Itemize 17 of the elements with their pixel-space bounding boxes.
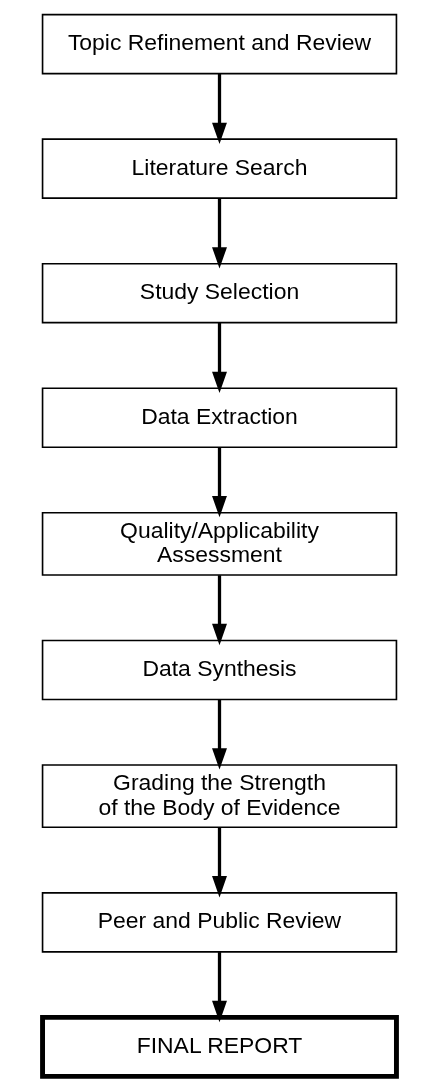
node-box: Literature Search xyxy=(41,138,398,199)
node-box: Data Synthesis xyxy=(41,639,398,701)
node-box: Grading the Strength of the Body of Evidence xyxy=(41,764,398,829)
arrow xyxy=(212,447,227,518)
arrow xyxy=(212,322,227,394)
node-box: Study Selection xyxy=(41,262,398,324)
arrow xyxy=(212,575,227,646)
node-box: Topic Refinement and Review xyxy=(41,13,398,75)
arrow xyxy=(212,699,227,770)
arrow xyxy=(212,73,227,145)
node-box: Data Extraction xyxy=(41,387,398,448)
node-box: FINAL REPORT xyxy=(40,1014,399,1079)
node-box: Quality/Applicability Assessment xyxy=(41,511,398,576)
arrow xyxy=(212,198,227,269)
arrow xyxy=(212,952,227,1023)
arrow xyxy=(212,827,227,898)
node-box: Peer and Public Review xyxy=(41,892,398,953)
